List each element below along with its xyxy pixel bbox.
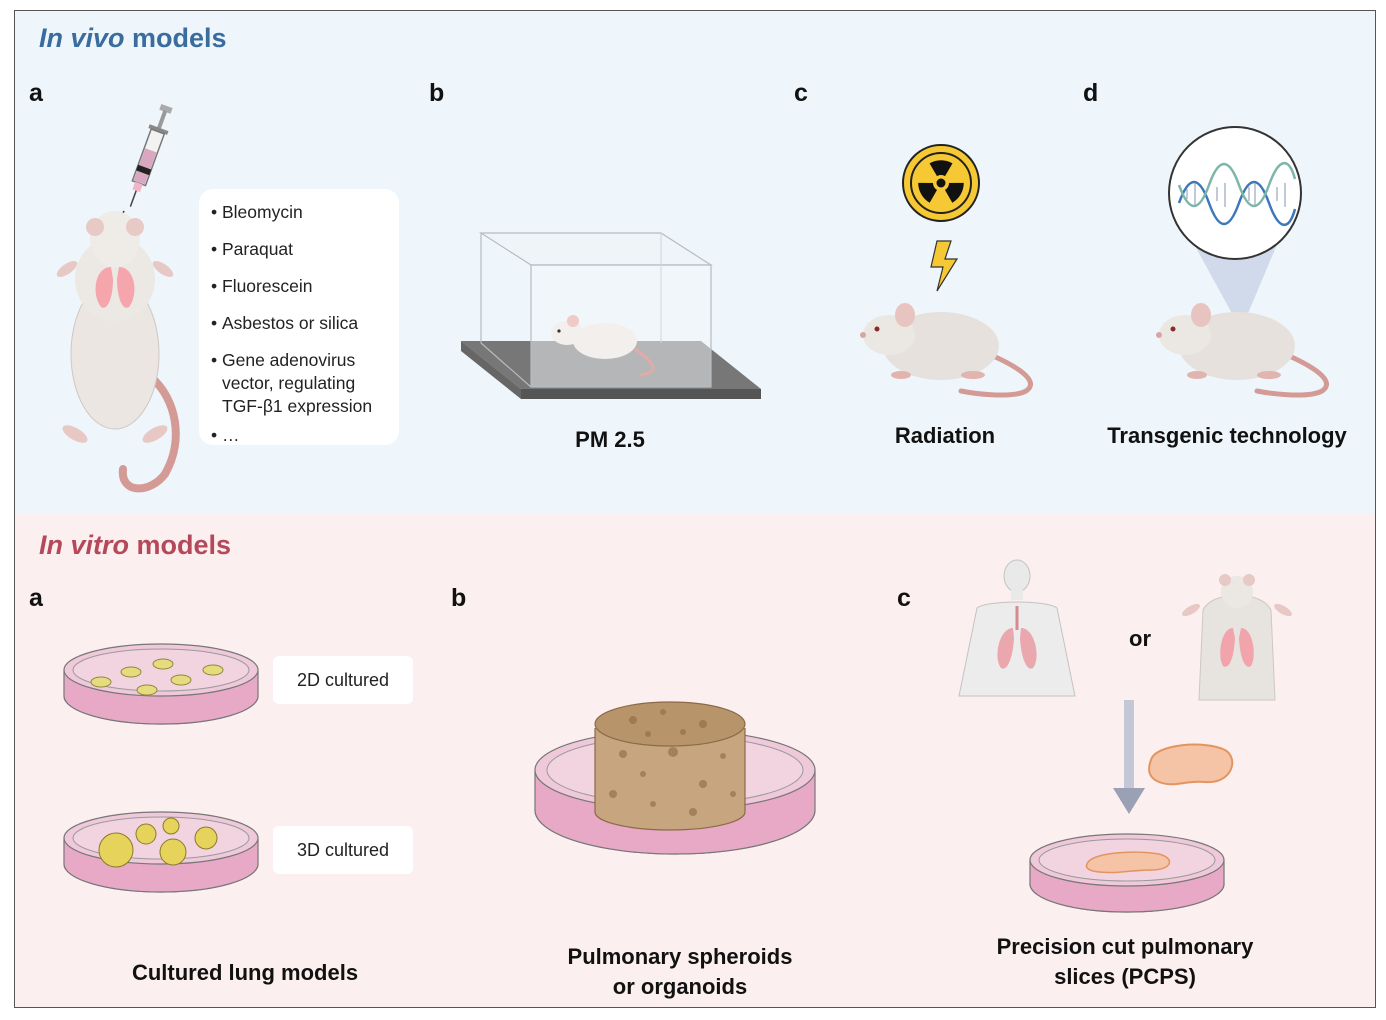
lightning-bolt-icon bbox=[930, 240, 959, 292]
tag-2d-cultured: 2D cultured bbox=[273, 656, 413, 704]
human-torso-illustration bbox=[958, 559, 1076, 697]
pm25-caption: PM 2.5 bbox=[575, 427, 645, 452]
organoid-dish-illustration bbox=[534, 701, 816, 855]
mouse-radiation-illustration bbox=[860, 303, 1033, 398]
agents-list-box: Bleomycin Paraquat Fluorescein Asbestos … bbox=[199, 189, 399, 447]
dna-helix-icon bbox=[1168, 126, 1302, 330]
in-vivo-letter-c: c bbox=[794, 79, 808, 107]
cultured-lung-models-caption: Cultured lung models bbox=[131, 960, 359, 985]
in-vivo-title-rest: models bbox=[124, 23, 227, 53]
syringe-icon bbox=[129, 104, 173, 207]
agent-item: Gene adenovirus vector, regulating TGF-β… bbox=[211, 349, 400, 418]
transgenic-caption: Transgenic technology bbox=[1107, 423, 1347, 448]
in-vitro-panel: In vitro models a 2D cultured 3D culture… bbox=[15, 514, 1375, 1007]
in-vivo-title: In vivo models bbox=[39, 23, 227, 54]
in-vivo-title-italic: In vivo bbox=[39, 23, 125, 53]
figure-frame: In vivo models a bbox=[14, 10, 1376, 1008]
lung-slice-icon bbox=[1148, 743, 1234, 786]
petri-dish-3d-illustration bbox=[63, 811, 259, 893]
pcps-caption-line1: Precision cut pulmonary bbox=[996, 934, 1254, 959]
agent-item: Asbestos or silica bbox=[211, 312, 400, 335]
radiation-caption: Radiation bbox=[894, 423, 996, 448]
agent-item: … bbox=[211, 424, 400, 447]
in-vitro-letter-b: b bbox=[451, 584, 467, 612]
mouse-transgenic-illustration bbox=[1156, 303, 1329, 398]
mouse-torso-illustration bbox=[1182, 574, 1292, 701]
in-vitro-letter-c: c bbox=[897, 584, 911, 612]
mouse-injection-illustration bbox=[56, 104, 180, 493]
in-vivo-letter-a: a bbox=[29, 79, 43, 107]
in-vivo-panel: In vivo models a bbox=[15, 11, 1375, 514]
or-label: or bbox=[1129, 626, 1151, 651]
in-vitro-title: In vitro models bbox=[39, 530, 231, 561]
agent-item: Bleomycin bbox=[211, 201, 400, 224]
pcps-caption-line2: slices (PCPS) bbox=[1054, 964, 1196, 989]
in-vivo-letter-b: b bbox=[429, 79, 445, 107]
spheroids-caption-line1: Pulmonary spheroids bbox=[567, 944, 793, 969]
pcps-caption: Precision cut pulmonary slices (PCPS) bbox=[965, 932, 1285, 992]
slice-dish-illustration bbox=[1029, 833, 1225, 913]
agent-item: Fluorescein bbox=[211, 275, 400, 298]
down-arrow-icon bbox=[1113, 700, 1145, 814]
spheroids-caption-line2: or organoids bbox=[612, 974, 748, 999]
in-vivo-letter-d: d bbox=[1083, 79, 1099, 107]
in-vitro-letter-a: a bbox=[29, 584, 43, 612]
radiation-hazard-icon bbox=[902, 144, 980, 222]
agents-list: Bleomycin Paraquat Fluorescein Asbestos … bbox=[211, 201, 400, 461]
agent-item: Paraquat bbox=[211, 238, 400, 261]
spheroids-caption: Pulmonary spheroids or organoids bbox=[515, 942, 845, 1002]
in-vitro-title-italic: In vitro bbox=[39, 530, 130, 560]
petri-dish-2d-illustration bbox=[63, 643, 259, 725]
exposure-chamber-illustration bbox=[461, 232, 761, 399]
tag-3d-cultured: 3D cultured bbox=[273, 826, 413, 874]
in-vitro-title-rest: models bbox=[129, 530, 232, 560]
